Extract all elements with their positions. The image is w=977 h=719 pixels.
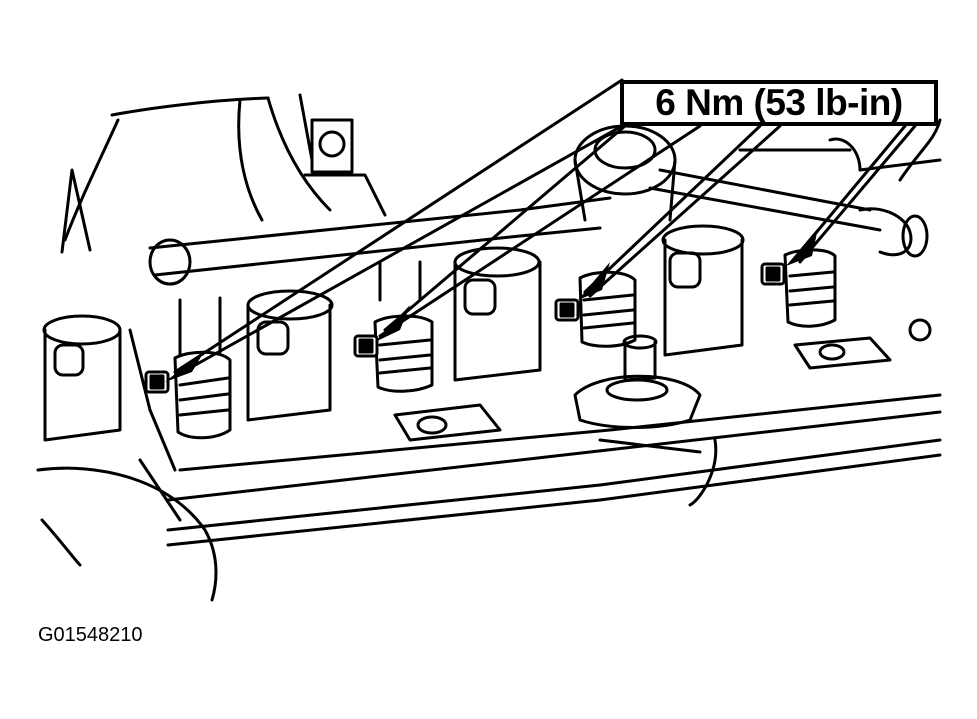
ignition-coils (42, 224, 745, 442)
coil-bolt-3 (554, 298, 580, 322)
valve-cover (128, 328, 942, 547)
coil-boots (173, 248, 837, 440)
coil-bolt-1 (144, 370, 170, 394)
arrowheads (165, 228, 818, 382)
fuel-port (573, 124, 677, 222)
torque-spec-label: 6 Nm (53 lb-in) (655, 82, 903, 123)
torque-callout-box: 6 Nm (53 lb-in) (620, 80, 938, 126)
fuel-rail (148, 137, 942, 286)
coil-bolt-4 (760, 262, 786, 286)
engine-background (60, 93, 942, 254)
coil-bolts (144, 262, 786, 394)
leader-lines (173, 78, 917, 374)
coil-bolt-2 (353, 334, 379, 358)
cover-tabs (393, 318, 932, 442)
intake-manifold (36, 458, 218, 602)
bracket-bolt (303, 118, 387, 217)
figure-id: G01548210 (38, 624, 143, 646)
